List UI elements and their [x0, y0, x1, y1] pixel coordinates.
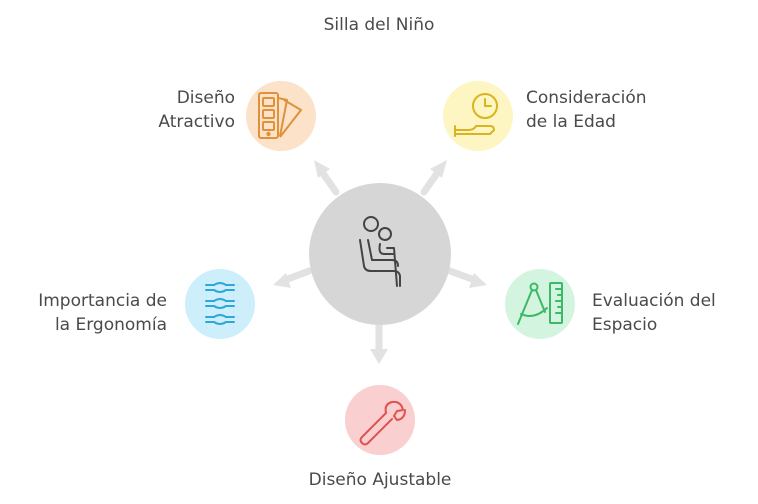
compass-ruler-icon — [517, 282, 563, 325]
arrow-to-diseno-ajustable — [370, 321, 388, 364]
arrow-to-evaluacion-espacio — [446, 267, 487, 288]
label-consideracion-edad: Consideración de la Edad — [526, 88, 647, 132]
node-diseno-atractivo-circle — [246, 81, 316, 151]
label-diseno-atractivo: Diseño Atractivo — [158, 88, 235, 132]
arrow-to-consideracion-edad — [420, 160, 447, 196]
connector-arrows — [273, 160, 487, 364]
label-diseno-ajustable: Diseño Ajustable — [308, 470, 452, 490]
node-evaluacion-espacio-circle — [505, 269, 575, 339]
arrow-to-importancia-ergonomia — [273, 267, 313, 288]
child-seat-icon — [359, 216, 401, 287]
center-circle — [309, 183, 451, 325]
swatch-icon — [258, 92, 302, 139]
wrench-icon — [359, 400, 406, 446]
arrow-to-diseno-atractivo — [314, 160, 340, 196]
node-importancia-ergonomia-circle — [185, 269, 255, 339]
diagram-title: Silla del Niño — [323, 15, 435, 35]
label-evaluacion-espacio: Evaluación del Espacio — [592, 291, 716, 335]
spine-icon — [205, 282, 235, 325]
label-importancia-ergonomia: Importancia de la Ergonomía — [38, 291, 167, 335]
clock-hand-icon — [454, 93, 498, 137]
